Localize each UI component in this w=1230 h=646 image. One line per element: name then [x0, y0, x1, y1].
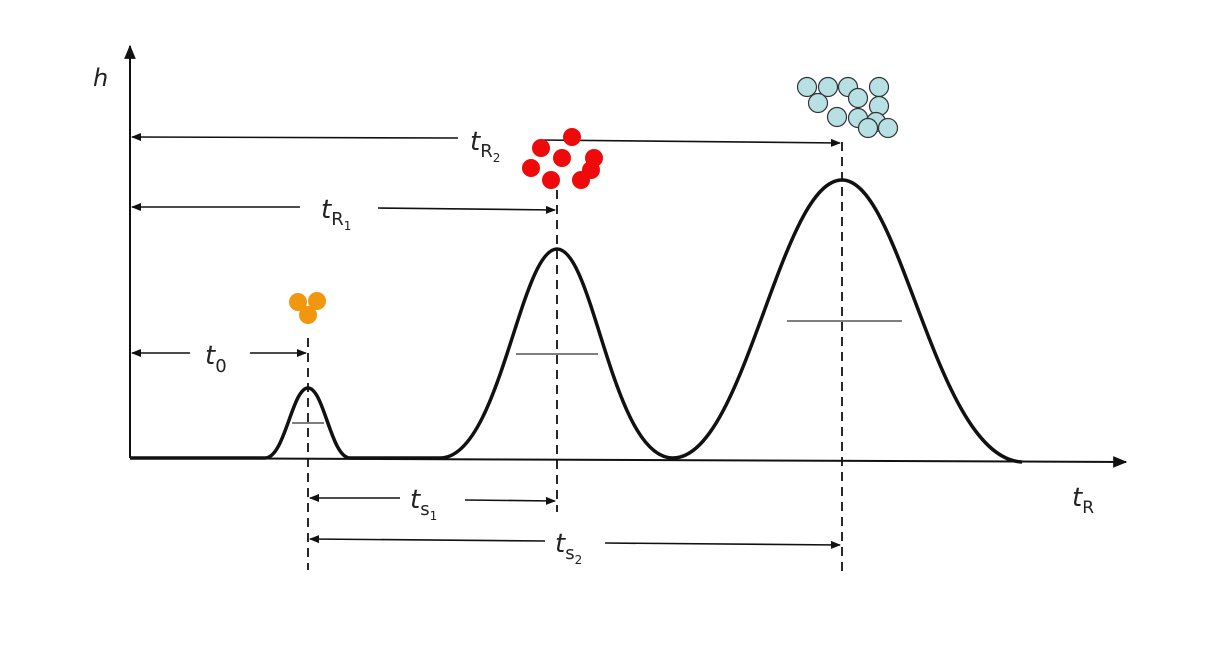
particle — [817, 76, 839, 98]
particle — [522, 159, 540, 177]
t0-label: t0 — [205, 341, 227, 377]
particle — [532, 139, 550, 157]
particle — [289, 293, 307, 311]
tR1-label: tR1 — [321, 195, 351, 233]
particle — [553, 149, 571, 167]
ts2-arrow-left — [309, 535, 546, 544]
particle — [847, 87, 869, 109]
y-axis-label: h — [93, 64, 108, 92]
peak2-particle-cluster — [522, 128, 603, 189]
x-axis — [129, 456, 1128, 468]
particle — [299, 306, 317, 324]
particle — [796, 76, 818, 98]
tR2-label: tR2 — [470, 127, 500, 165]
particle — [572, 171, 590, 189]
tR2-arrow-left — [131, 133, 459, 142]
ts2-label: ts2 — [555, 529, 582, 567]
particle — [563, 128, 581, 146]
tR2-arrow-right — [539, 138, 841, 147]
peak3-particle-cluster — [796, 76, 899, 139]
particle — [877, 117, 899, 139]
particle — [807, 92, 829, 114]
tR1-arrow-right — [377, 205, 556, 214]
chromatogram-curve — [130, 178, 1023, 464]
x-axis-label: tR — [1072, 483, 1094, 518]
peak1-particle-cluster — [289, 292, 326, 324]
particle — [857, 117, 879, 139]
ts2-arrow-right — [604, 540, 841, 549]
ts1-label: ts1 — [410, 485, 437, 523]
particle — [868, 76, 890, 98]
particle — [308, 292, 326, 310]
particle — [542, 171, 560, 189]
particle — [826, 106, 848, 128]
ts1-arrow-right — [464, 496, 556, 505]
